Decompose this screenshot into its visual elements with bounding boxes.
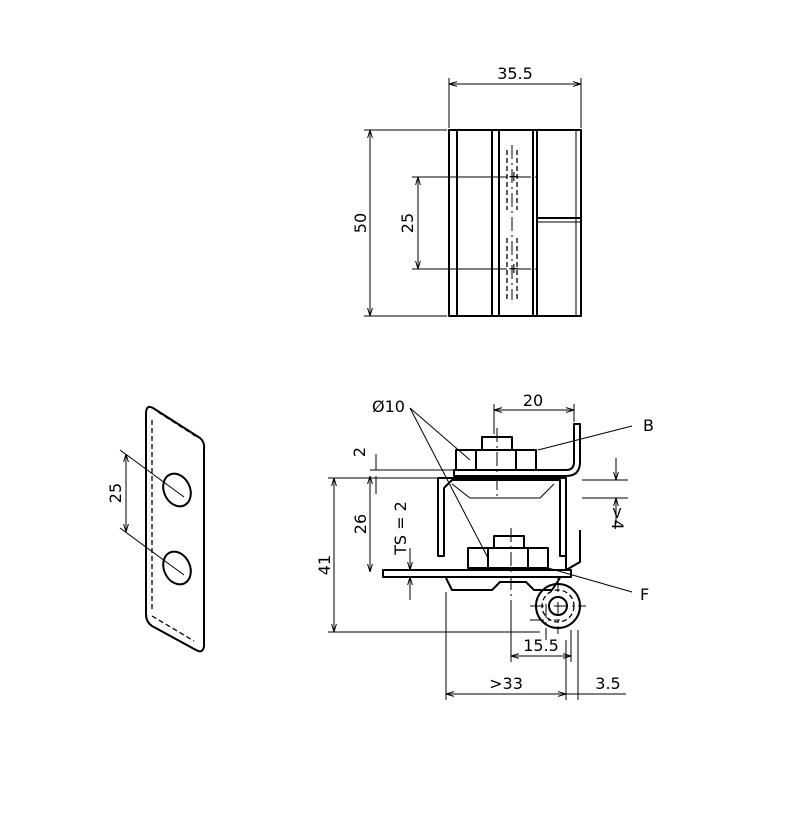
svg-text:+: + — [508, 261, 520, 277]
frame-plate — [382, 569, 572, 578]
dim-ts-2: TS = 2 — [391, 501, 410, 556]
label-b: B — [643, 416, 654, 435]
plate-view: 25 — [106, 405, 206, 653]
lower-hinge-body — [445, 577, 561, 591]
lower-nut — [467, 547, 549, 569]
dim-forty-one: 41 — [315, 555, 334, 575]
plate-dim-25: 25 — [106, 483, 125, 503]
dim-twenty-six: 26 — [351, 514, 370, 534]
dim-hole-spacing-25: 25 — [398, 213, 417, 233]
dim-width-35-5: 35.5 — [497, 64, 533, 83]
plate-outline — [145, 405, 206, 653]
label-f: F — [640, 585, 649, 604]
front-view: + + 35.5 50 25 — [351, 64, 582, 317]
dim-fifteen-five: 15.5 — [523, 636, 559, 655]
plate-hole-lower — [162, 550, 192, 586]
upper-bracket — [453, 423, 581, 477]
lower-bolt — [493, 535, 525, 549]
plate-hole-upper — [162, 472, 192, 508]
dim-two: 2 — [350, 447, 369, 457]
dim-hole-diameter-10: Ø10 — [372, 397, 405, 416]
upper-nut — [455, 449, 537, 471]
side-view: Ø10 20 B 2 26 TS = 2 41 >4 F — [315, 391, 654, 700]
dim-top-width-20: 20 — [523, 391, 543, 410]
dim-height-50: 50 — [351, 213, 370, 233]
dim-gt-thirty-three: >33 — [489, 674, 523, 693]
front-view-outline — [448, 129, 582, 317]
svg-text:+: + — [508, 169, 520, 185]
dim-gt-four: >4 — [608, 506, 627, 530]
door-leaf — [437, 477, 567, 557]
dim-three-five: 3.5 — [595, 674, 620, 693]
